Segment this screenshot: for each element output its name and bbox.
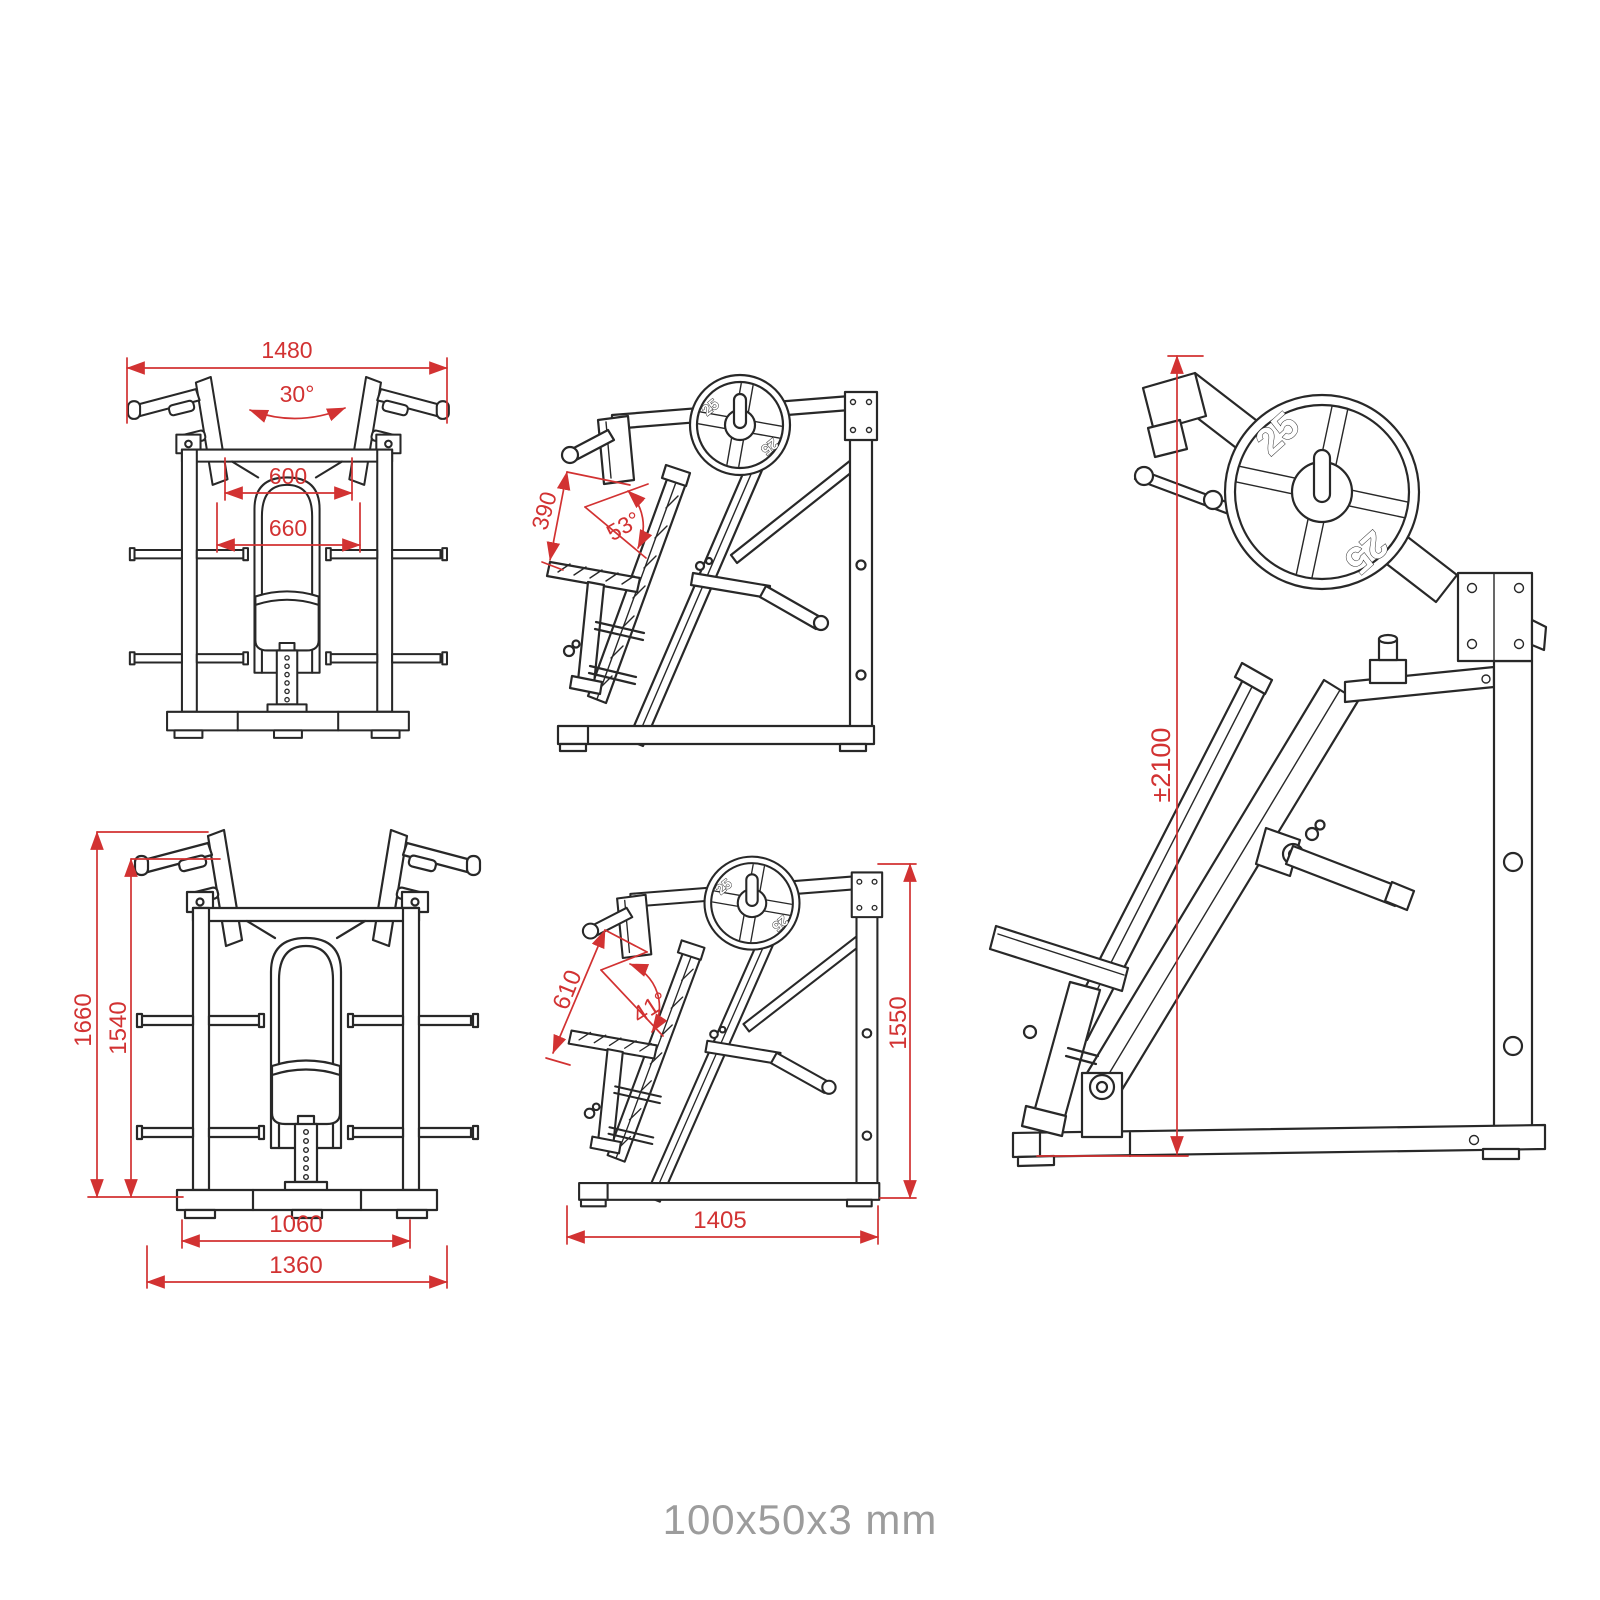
dim-base-width-inner: 1060 [181, 1211, 411, 1249]
dim-base-width-overall: 1360 [146, 1245, 448, 1289]
dim-base-depth: 1405 [566, 1205, 879, 1245]
dim-label-1660: 1660 [70, 993, 97, 1046]
dim-label-660: 660 [269, 515, 307, 541]
handle-grip-cap [1133, 465, 1155, 487]
hook [1530, 618, 1548, 652]
handle-grip-cap [1202, 489, 1224, 511]
adjust-knob [1022, 1024, 1038, 1040]
dim-overall-height: ±2100 [1036, 355, 1204, 1157]
view-side-large: 25 25 [988, 355, 1548, 1168]
machine-front-view [135, 830, 480, 1218]
base-frame [1011, 1123, 1547, 1168]
incline-pivot [1080, 1071, 1124, 1139]
machine-front-view [128, 377, 449, 738]
seat-support [1020, 980, 1102, 1138]
dim-label-610: 610 [548, 966, 588, 1013]
dim-frame-height: 1540 [105, 858, 221, 1198]
dim-label-1550: 1550 [885, 996, 912, 1049]
dim-label-2100: ±2100 [1146, 728, 1176, 803]
dim-arm-angle: 30° [249, 381, 346, 423]
dim-backrest-angle: 53° [584, 483, 653, 559]
dim-label-1540: 1540 [105, 1001, 132, 1054]
dim-label-600: 600 [269, 463, 307, 489]
dim-label-30deg: 30° [280, 381, 315, 407]
view-front-bottom: 1660 1540 1060 1360 [70, 788, 488, 1289]
dim-label-1405: 1405 [693, 1207, 746, 1234]
machine-side-large: 25 25 [988, 371, 1548, 1168]
seat-pad [988, 924, 1130, 993]
dim-handle-spacing-outer: 660 [216, 502, 361, 553]
dim-label-1060: 1060 [269, 1211, 322, 1238]
dim-overall-width: 1480 [126, 337, 448, 424]
view-side-bottom: 610 41° 1550 1405 [545, 855, 917, 1245]
machine-side-view [545, 373, 879, 753]
view-front-top: 1480 30° 600 660 [126, 337, 485, 758]
dim-frame-height: 1550 [877, 863, 917, 1199]
dim-label-53deg: 53° [602, 506, 645, 546]
view-side-top: 390 53° [526, 373, 879, 753]
weight-plate: 25 25 [1223, 393, 1421, 591]
machine-side-view [567, 855, 884, 1208]
tube-spec-note: 100x50x3 mm [662, 1496, 938, 1543]
rear-post [1456, 571, 1548, 1139]
adjuster-arm [1254, 819, 1416, 912]
dim-handle-spacing-inner: 600 [224, 457, 353, 501]
dim-label-1360: 1360 [269, 1252, 322, 1279]
dim-label-1480: 1480 [261, 337, 312, 363]
